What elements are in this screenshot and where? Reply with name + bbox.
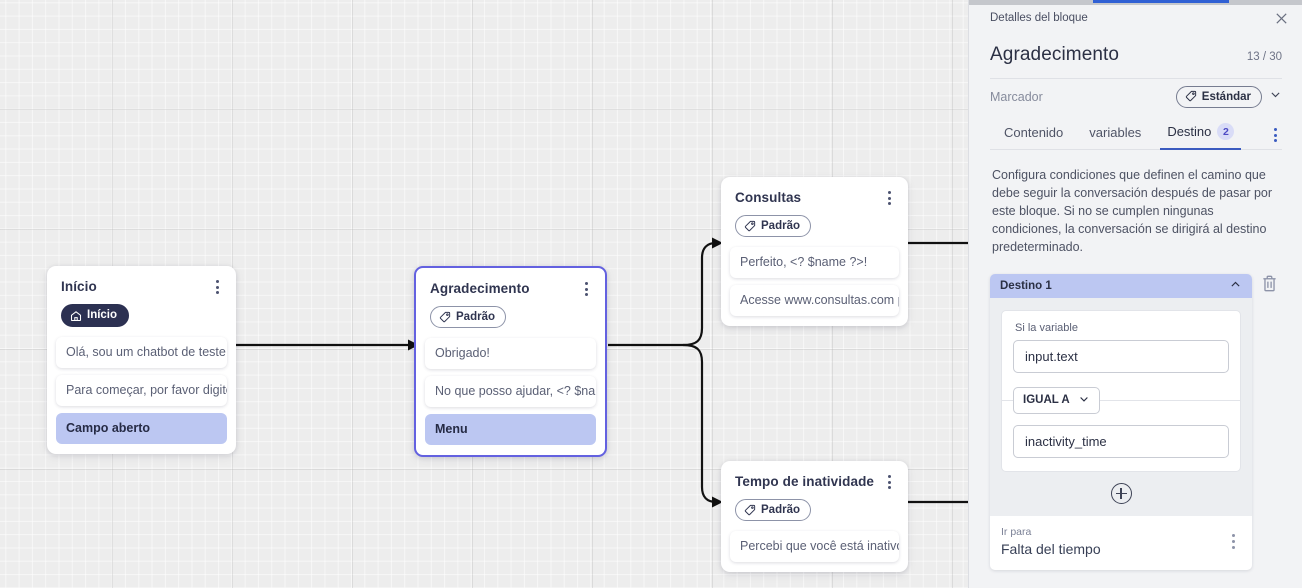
goto-row[interactable]: Ir para Falta del tiempo: [990, 516, 1252, 570]
tag-icon: [744, 220, 756, 232]
node-tag-start[interactable]: Início: [61, 304, 130, 327]
variable-input[interactable]: [1013, 340, 1229, 373]
home-icon: [70, 310, 82, 322]
chevron-down-icon[interactable]: [1269, 88, 1282, 106]
tab-variables[interactable]: variables: [1089, 125, 1141, 149]
plus-circle-icon[interactable]: [1110, 483, 1132, 504]
node-title: Agradecimento: [430, 281, 530, 296]
node-header: Agradecimento Padrão: [416, 268, 605, 338]
condition-box: Si la variable IGUAL A: [1001, 310, 1241, 472]
node-title: Início: [61, 279, 97, 294]
node-tag-default[interactable]: Padrão: [735, 499, 811, 521]
block-details-panel: Detalles del bloque Agradecimento 13 / 3…: [968, 0, 1302, 588]
tag-icon: [439, 311, 451, 323]
destination-section: Destino 1 Si la variable IGUAL A: [990, 274, 1282, 570]
goto-label: Ir para: [1001, 526, 1032, 538]
node-message[interactable]: Obrigado!: [425, 338, 596, 369]
kebab-menu-icon[interactable]: [1225, 531, 1241, 551]
panel-body: Agradecimento 13 / 30 Marcador Estándar: [969, 31, 1302, 588]
node-tag-default[interactable]: Padrão: [430, 306, 506, 328]
operator-select[interactable]: IGUAL A: [1013, 386, 1100, 414]
destination-card: Destino 1 Si la variable IGUAL A: [990, 274, 1252, 570]
panel-header-title: Detalles del bloque: [990, 12, 1088, 24]
node-tag-label: Padrão: [761, 219, 800, 232]
node-tag-label: Início: [87, 309, 118, 321]
node-message-highlight[interactable]: Campo aberto: [56, 413, 227, 444]
marker-row: Marcador Estándar: [990, 79, 1282, 115]
node-tag-label: Padrão: [456, 310, 495, 323]
marker-chip[interactable]: Estándar: [1175, 86, 1262, 108]
status-badge: 2: [1217, 123, 1235, 140]
node-header: Tempo de inatividade Padrão: [721, 461, 908, 531]
node-messages: Perfeito, <? $name ?>! Acesse www.consul…: [721, 247, 908, 326]
marker-label: Marcador: [990, 90, 1043, 104]
close-icon[interactable]: [1271, 8, 1291, 28]
operator-label: IGUAL A: [1023, 394, 1070, 406]
node-tag-default[interactable]: Padrão: [735, 215, 811, 237]
trash-icon[interactable]: [1256, 274, 1282, 293]
node-messages: Percebi que você está inativo. C...: [721, 531, 908, 572]
node-menu-button[interactable]: [881, 190, 897, 206]
panel-description: Configura condiciones que definen el cam…: [992, 168, 1273, 254]
flow-node-consultas[interactable]: Consultas Padrão Perfeito, <? $name ?>! …: [721, 177, 908, 326]
node-messages: Obrigado! No que posso ajudar, <? $name …: [416, 338, 605, 455]
chevron-up-icon[interactable]: [1229, 278, 1242, 294]
tab-destino[interactable]: Destino 2: [1160, 123, 1242, 150]
node-menu-button[interactable]: [881, 474, 897, 490]
kebab-menu-icon[interactable]: [1268, 127, 1282, 143]
node-message-highlight[interactable]: Menu: [425, 414, 596, 445]
block-title-row: Agradecimento 13 / 30: [990, 31, 1282, 79]
active-tab-indicator: [1093, 0, 1229, 3]
node-message[interactable]: Olá, sou um chatbot de teste!: [56, 337, 227, 368]
node-title: Tempo de inatividade: [735, 474, 875, 489]
node-message[interactable]: Percebi que você está inativo. C...: [730, 531, 899, 562]
node-menu-button[interactable]: [578, 281, 594, 297]
tag-icon: [744, 504, 756, 516]
node-message[interactable]: Acesse www.consultas.com par...: [730, 285, 899, 316]
destination-header[interactable]: Destino 1: [990, 274, 1252, 298]
tab-label: variables: [1089, 125, 1142, 140]
operator-row: IGUAL A: [1002, 383, 1240, 417]
chevron-down-icon: [1078, 393, 1090, 408]
destination-header-label: Destino 1: [1000, 280, 1052, 292]
node-message[interactable]: No que posso ajudar, <? $name ...: [425, 376, 596, 407]
tab-label: Contenido: [1004, 125, 1064, 140]
node-messages: Olá, sou um chatbot de teste! Para começ…: [47, 337, 236, 454]
flow-canvas[interactable]: Início Início Olá, sou um chatbot de tes…: [0, 0, 968, 588]
goto-value: Falta del tiempo: [1001, 541, 1101, 557]
tab-contenido[interactable]: Contenido: [1004, 125, 1063, 149]
node-message[interactable]: Para começar, por favor digite o ...: [56, 375, 227, 406]
tab-label: Destino: [1167, 124, 1212, 139]
add-condition-row: [990, 472, 1252, 516]
compare-value-input[interactable]: [1013, 425, 1229, 458]
flow-node-tempo-de-inatividade[interactable]: Tempo de inatividade Padrão Percebi que …: [721, 461, 908, 572]
browser-top-strip: [969, 0, 1302, 5]
node-header: Início Início: [47, 266, 236, 337]
marker-controls: Estándar: [1175, 86, 1282, 108]
node-message[interactable]: Perfeito, <? $name ?>!: [730, 247, 899, 278]
panel-tabs: Contenido variables Destino 2: [990, 117, 1282, 150]
condition-label: Si la variable: [1015, 322, 1078, 334]
node-title: Consultas: [735, 190, 802, 205]
panel-header: Detalles del bloque: [969, 5, 1302, 31]
node-tag-label: Padrão: [761, 503, 800, 516]
goto-text-group: Ir para Falta del tiempo: [1001, 525, 1101, 559]
char-counter: 13 / 30: [1246, 51, 1282, 63]
tag-icon: [1185, 90, 1197, 105]
page-title: Agradecimento: [990, 44, 1120, 65]
node-menu-button[interactable]: [209, 279, 225, 295]
node-header: Consultas Padrão: [721, 177, 908, 247]
flow-node-inicio[interactable]: Início Início Olá, sou um chatbot de tes…: [47, 266, 236, 454]
marker-chip-label: Estándar: [1201, 91, 1251, 103]
flow-node-agradecimento[interactable]: Agradecimento Padrão Obrigado! No que po…: [414, 266, 607, 457]
